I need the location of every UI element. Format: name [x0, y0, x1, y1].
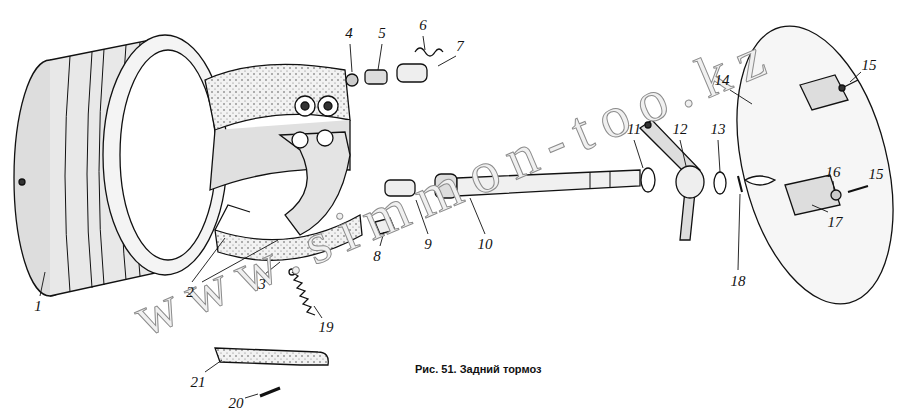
callout-number: 12: [673, 122, 688, 137]
callout-number: 19: [319, 320, 334, 335]
callout-number: 5: [378, 26, 386, 41]
callout-number: 21: [191, 375, 206, 390]
callout-number: 9: [424, 237, 432, 252]
callout-number: 15: [862, 58, 877, 73]
callout-number: 3: [258, 277, 266, 292]
callout-number: 2: [186, 285, 194, 300]
callout-number: 14: [715, 73, 730, 88]
callout-number: 20: [229, 396, 244, 411]
callout-number: 1: [34, 299, 42, 314]
callout-number: 11: [627, 122, 641, 137]
callout-number: 8: [373, 249, 381, 264]
callout-number: 17: [828, 215, 843, 230]
callout-number: 4: [345, 26, 353, 41]
callout-number: 18: [731, 274, 746, 289]
callout-number: 7: [456, 39, 464, 54]
callout-number: 6: [419, 18, 427, 33]
figure-caption: Рис. 51. Задний тормоз: [415, 364, 541, 375]
callout-number: 10: [478, 237, 493, 252]
callout-number: 15: [869, 167, 884, 182]
callout-number: 13: [711, 122, 726, 137]
callout-number: 16: [826, 165, 841, 180]
